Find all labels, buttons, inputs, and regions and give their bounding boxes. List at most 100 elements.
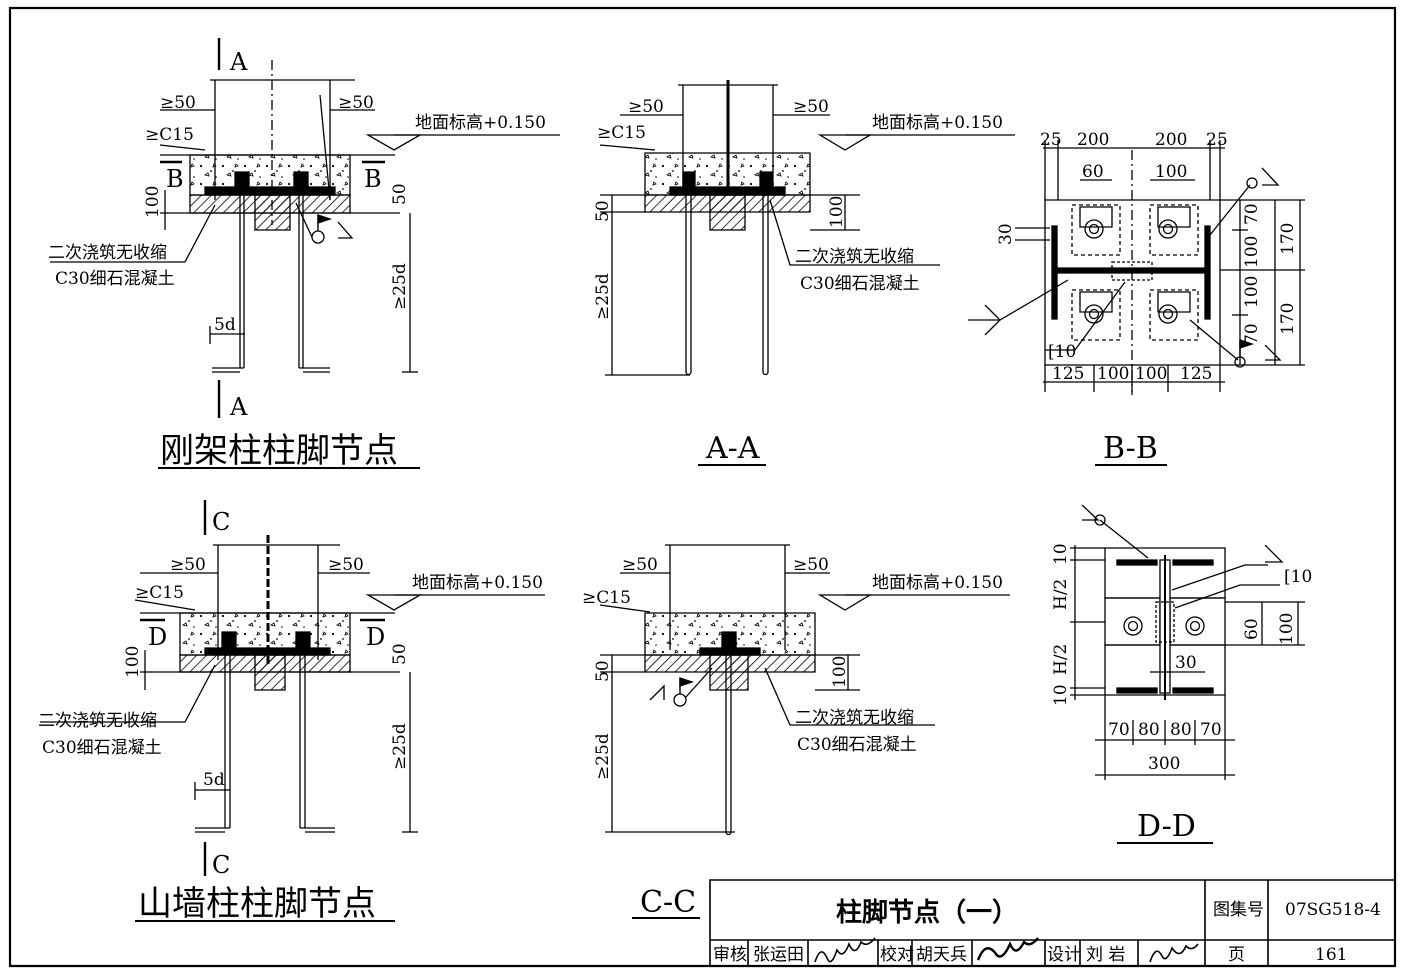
d4-hook: 5d [203,770,225,790]
aa-dim-50: 50 [593,200,613,222]
aa-min50-left: ≥50 [628,97,664,117]
reviewer-signature [815,938,875,962]
designer-label: 设计 [1047,945,1081,965]
dd-bottom-80-left: 80 [1138,720,1160,740]
sheet-border [10,8,1395,966]
d1-dim-50: 50 [390,183,410,205]
bb-left-30: 30 [996,223,1016,245]
aa-anchor-length: ≥25d [593,273,613,320]
aa-ground-elevation: 地面标高+0.150 [872,113,1003,133]
cc-dim-100: 100 [830,656,850,688]
d1-hook: 5d [214,315,236,335]
bb-right-outer-170-bottom: 170 [1278,303,1298,335]
detail-section-aa [600,80,1015,375]
bb-bottom-100-right: 100 [1135,364,1167,384]
cut-a-bottom: A [229,393,248,421]
d1-grout-2: C30细石混凝土 [55,269,175,289]
cut-d-right: D [366,623,385,651]
atlas-number: 07SG518-4 [1285,900,1381,920]
reviewer-label: 审核 [713,945,747,965]
bb-right-100-bottom: 100 [1242,276,1262,308]
cc-c15: ≥C15 [582,588,631,608]
dd-right-100: 100 [1277,613,1297,645]
bb-right-70-top: 70 [1242,203,1262,225]
bb-top-200-right: 200 [1155,130,1187,150]
designer-name: 刘 岩 [1086,945,1125,965]
designer-signature [1150,944,1198,962]
bb-bottom-125-left: 125 [1052,364,1084,384]
title-block [710,880,1395,966]
dd-bottom-70-left: 70 [1108,720,1130,740]
dd-left-10-top: 10 [1051,543,1071,565]
bb-bottom-125-right: 125 [1180,364,1212,384]
title-gable-column: 山墙柱柱脚节点 [138,884,376,924]
d4-dim-50: 50 [390,643,410,665]
d1-min50-right: ≥50 [338,93,374,113]
aa-grout-1: 二次浇筑无收缩 [795,247,914,267]
cc-ground-elevation: 地面标高+0.150 [872,573,1003,593]
reviewer-name: 张运田 [753,945,804,965]
d4-grout-2: C30细石混凝土 [42,738,162,758]
detail-gable-column-base [40,500,545,876]
bb-right-outer-170-top: 170 [1278,223,1298,255]
d1-min50-left: ≥50 [160,93,196,113]
atlas-label: 图集号 [1213,900,1264,920]
checker-name: 胡天兵 [916,945,967,965]
d4-ground-elevation: 地面标高+0.150 [412,573,543,593]
cut-c-bottom: C [212,851,230,879]
bb-bottom-100-left: 100 [1097,364,1129,384]
d1-anchor-length: ≥25d [390,263,410,310]
page-label: 页 [1228,945,1245,965]
d4-min50-right: ≥50 [328,555,364,575]
d1-ground-elevation: 地面标高+0.150 [415,113,546,133]
d4-grout-1: 二次浇筑无收缩 [38,711,157,731]
bb-right-100-top: 100 [1242,236,1262,268]
cc-grout-2: C30细石混凝土 [797,735,917,755]
bb-top-25-left: 25 [1040,130,1062,150]
title-section-aa: A-A [705,431,760,466]
cut-b-right: B [364,165,382,193]
bb-top-200-left: 200 [1077,130,1109,150]
dd-channel: [10 [1284,567,1312,587]
d4-anchor-length: ≥25d [390,723,410,770]
checker-label: 校对 [880,945,914,965]
dd-bottom-80-right: 80 [1170,720,1192,740]
bb-top-inner-60: 60 [1082,162,1104,182]
cut-a-top: A [229,48,248,76]
cut-b-left: B [166,165,184,193]
drawing-title: 柱脚节点（一） [836,897,1018,928]
cc-anchor-length: ≥25d [593,733,613,780]
aa-grout-2: C30细石混凝土 [800,274,920,294]
d1-c15: ≥C15 [145,125,194,145]
d1-grout-1: 二次浇筑无收缩 [48,243,167,263]
dd-left-h2-top: H/2 [1051,579,1071,610]
cut-c-top: C [212,508,230,536]
cc-grout-1: 二次浇筑无收缩 [795,708,914,728]
title-section-bb: B-B [1103,431,1158,466]
checker-signature [978,938,1038,960]
cut-d-left: D [148,623,167,651]
d4-min50-left: ≥50 [170,555,206,575]
bb-top-inner-100: 100 [1155,162,1187,182]
aa-min50-right: ≥50 [793,97,829,117]
bb-channel: [10 [1048,342,1076,362]
dd-bottom-70-right: 70 [1200,720,1222,740]
dd-mid-30: 30 [1175,653,1197,673]
title-rigid-frame: 刚架柱柱脚节点 [160,431,398,471]
detail-section-bb [968,140,1305,395]
dd-right-60: 60 [1242,618,1262,640]
cc-dim-50: 50 [593,660,613,682]
d4-dim-100: 100 [123,646,143,678]
aa-c15: ≥C15 [597,123,646,143]
d1-dim-100: 100 [143,186,163,218]
cc-min50-left: ≥50 [622,555,658,575]
dd-left-h2-bottom: H/2 [1051,644,1071,675]
dd-total-300: 300 [1148,754,1180,774]
detail-section-dd [1070,505,1305,780]
bb-top-25-right: 25 [1206,130,1228,150]
page-number: 161 [1315,945,1347,965]
dd-left-10-bottom: 10 [1051,684,1071,706]
title-section-dd: D-D [1137,809,1196,844]
bb-right-70-bottom: 70 [1242,323,1262,345]
